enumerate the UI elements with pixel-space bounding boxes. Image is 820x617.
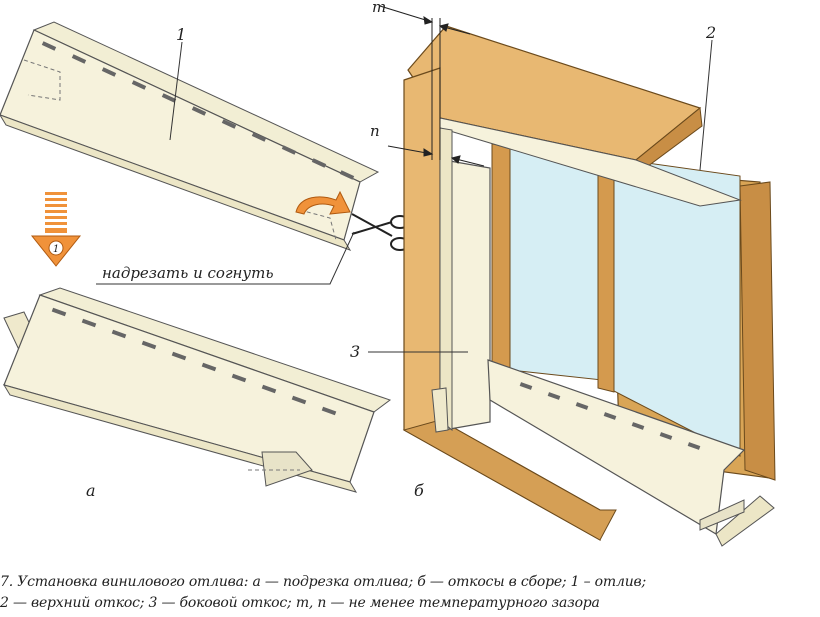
- dim-n-label: n: [370, 122, 380, 140]
- sill-profile-cut: [2, 287, 392, 493]
- instruction-text: надрезать и согнуть: [102, 264, 274, 282]
- view-b-label: б: [414, 481, 424, 500]
- step-arrow-icon: 1: [30, 192, 82, 267]
- view-a-label: а: [86, 481, 96, 500]
- window-assembly: [368, 5, 776, 547]
- part-2-label: 2: [705, 23, 716, 42]
- scissors-icon: [351, 213, 410, 251]
- installed-sill: [487, 359, 746, 535]
- caption-line-2: 2 — верхний откос; 3 — боковой откос; m,…: [0, 595, 600, 611]
- sill-profile-uncut: [0, 21, 380, 251]
- gap-n-dimension: [387, 145, 485, 167]
- part-3-label: 3: [350, 342, 360, 361]
- part-1-label: 1: [176, 25, 186, 44]
- gap-m-dimension: [379, 5, 471, 160]
- cut-instruction: надрезать и согнуть: [96, 231, 355, 285]
- bend-arrow-icon: [295, 190, 351, 215]
- step-number: 1: [53, 244, 59, 255]
- dim-m-label: m: [372, 0, 386, 16]
- caption-line-1: 7. Установка винилового отлива: а — подр…: [0, 574, 646, 590]
